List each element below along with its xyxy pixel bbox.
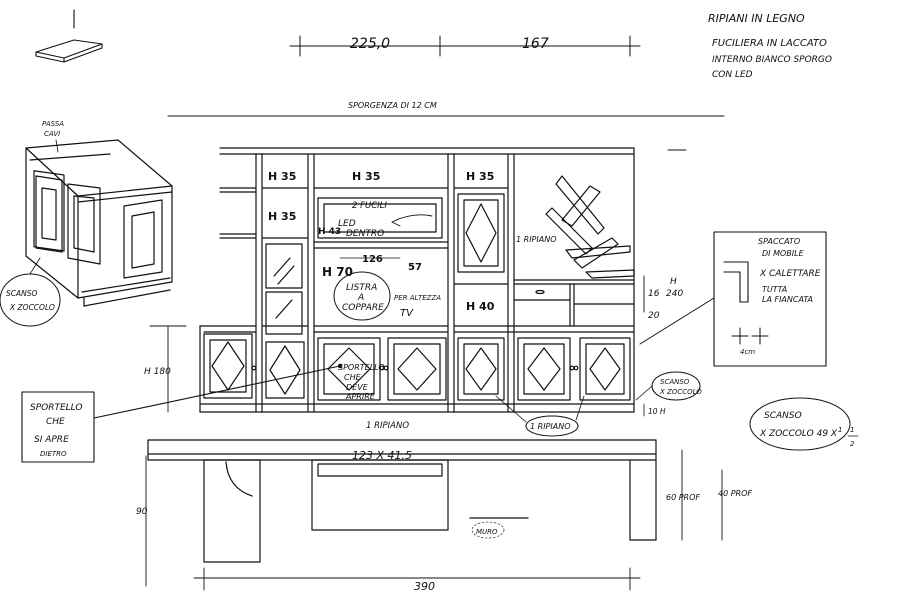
note-fuciliera: FUCILIERA IN LACCATO [712,38,827,49]
note-sportello-4: DIETRO [40,450,67,458]
note-scanso-left-1: SCANSO [6,289,37,298]
note-scanso-small-2: X ZOCCOLO [659,388,702,396]
dim-h70: H 70 [322,265,353,279]
muro-mark [471,521,505,539]
note-scanso-right-frac-top: 1 [838,426,842,434]
dim-16: 16 [648,289,660,299]
dim-prof-60: 60 PROF [666,493,700,502]
dim-h180: H 180 [144,367,171,377]
shelf-sketch [35,9,103,63]
dim-240: 240 [666,289,683,299]
note-scanso-small-1: SCANSO [660,378,690,386]
note-listra-2: A [357,293,364,303]
dim-bottom: 390 [414,580,435,593]
note-scanso-right-frac-bot: 2 [850,440,855,448]
dim-h35-c: H 35 [466,170,494,183]
listra-bubble [333,271,391,321]
note-sportello-che-3: DEVE [346,383,369,392]
note-muro: MURO [476,528,498,536]
note-led-1: LED [338,219,356,229]
note-sportello-che-4: APRIRE [345,392,376,401]
note-scanso-right-2: X ZOCCOLO 49 X [759,429,838,439]
dim-h43: H 43 [318,227,341,237]
dim-h40: H 40 [466,300,495,313]
cabinet-perspective [25,139,173,307]
note-listra-3: COPPARE [342,303,384,313]
spaccato-crosses [731,327,769,345]
note-spaccato-3: X CALETTARE [759,269,821,279]
note-interno: INTERNO BIANCO SPORGO [712,55,832,65]
note-per-altezza: PER ALTEZZA [394,294,441,302]
note-listra-1: LISTRA [346,283,377,293]
dim-desk: 123 X 41,5 [352,449,412,462]
dim-w57: 57 [408,262,422,273]
scanso-left-bubble [0,273,61,327]
note-spaccato-dim: 4cm [740,348,755,356]
note-passa-cavi-2: CAVI [44,130,60,138]
note-spaccato-5: LA FIANCATA [762,295,813,304]
scanso-right-bubble [749,397,851,451]
note-sportello-2: CHE [46,417,65,427]
note-ripiani: RIPIANI IN LEGNO [708,12,805,25]
note-passa-cavi-1: PASSA [42,120,64,128]
dim-h35-d: H 35 [268,210,296,223]
note-scanso-right-frac-mid: 1 [850,426,854,434]
dim-h: H [670,277,677,287]
note-tv: TV [400,308,414,319]
dim-h35-b: H 35 [352,170,380,183]
dim-top-right: 167 [522,36,549,52]
dim-w126: 126 [362,254,383,265]
dim-top-left: 225,0 [350,36,390,52]
note-sportello-3: SI APRE [34,435,69,445]
note-spaccato-4: TUTTA [762,285,787,294]
note-scanso-right-1: SCANSO [764,411,802,421]
dim-10h: 10 H [648,407,666,416]
sportello-box [21,391,95,463]
top-dimension-line [289,35,641,57]
note-ripiano-2: 1 RIPIANO [530,422,571,431]
note-sportello-che-1: SPORTELLO [338,363,385,372]
ripiano-bubble [525,415,579,437]
note-spaccato-2: DI MOBILE [762,249,805,258]
dim-20: 20 [648,311,660,321]
spaccato-detail-box [713,231,827,367]
note-spaccato-1: SPACCATO [758,237,800,246]
dim-prof-40: 40 PROF [718,489,752,498]
note-sportello-1: SPORTELLO [30,403,83,413]
note-fucili: 2 FUCILI [352,201,387,211]
desk-unit [147,439,657,563]
note-scanso-left-2: X ZOCCOLO [9,303,55,312]
dim-h35-a: H 35 [268,170,296,183]
wall-unit [199,147,635,413]
note-ripiano: 1 RIPIANO [366,421,409,431]
note-ripiano-right: 1 RIPIANO [516,235,557,244]
note-sportello-che-2: CHE [344,373,362,382]
note-sporgenza: SPORGENZA DI 12 CM [348,101,437,110]
note-led-2: DENTRO [346,229,384,239]
note-con-led: CON LED [712,70,753,80]
dim-90: 90 [136,507,148,517]
